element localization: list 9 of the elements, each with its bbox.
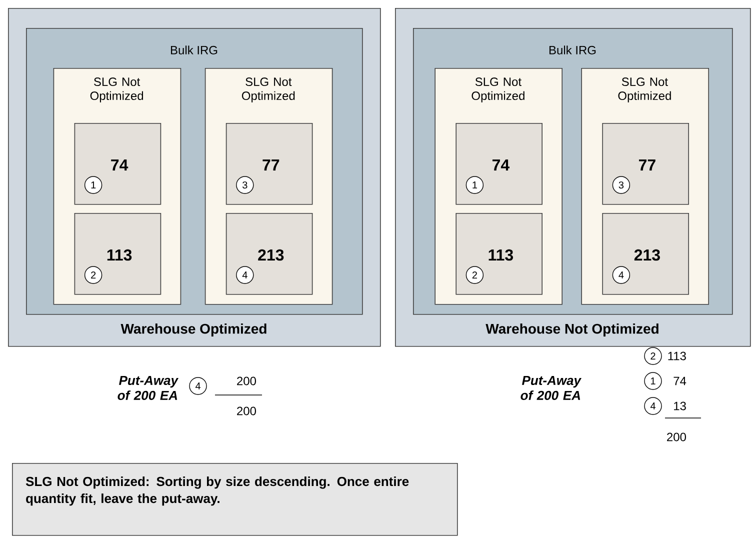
quantity-value: 113 [668,352,686,360]
quantity-value: 13 [674,402,686,410]
quantity-value: 200 [237,376,256,386]
put-away-label: Put-Away of 200 EA [520,376,582,400]
quantity-value: 200 [667,432,686,442]
quantity-value: 200 [237,406,256,416]
quantity-value: 74 [674,376,686,386]
put-away-label: Put-Away of 200 EA [118,376,179,400]
note-box: SLG Not Optimized: Sorting by size descending. Once entire quantity fit, leave the put-away. [12,463,458,536]
